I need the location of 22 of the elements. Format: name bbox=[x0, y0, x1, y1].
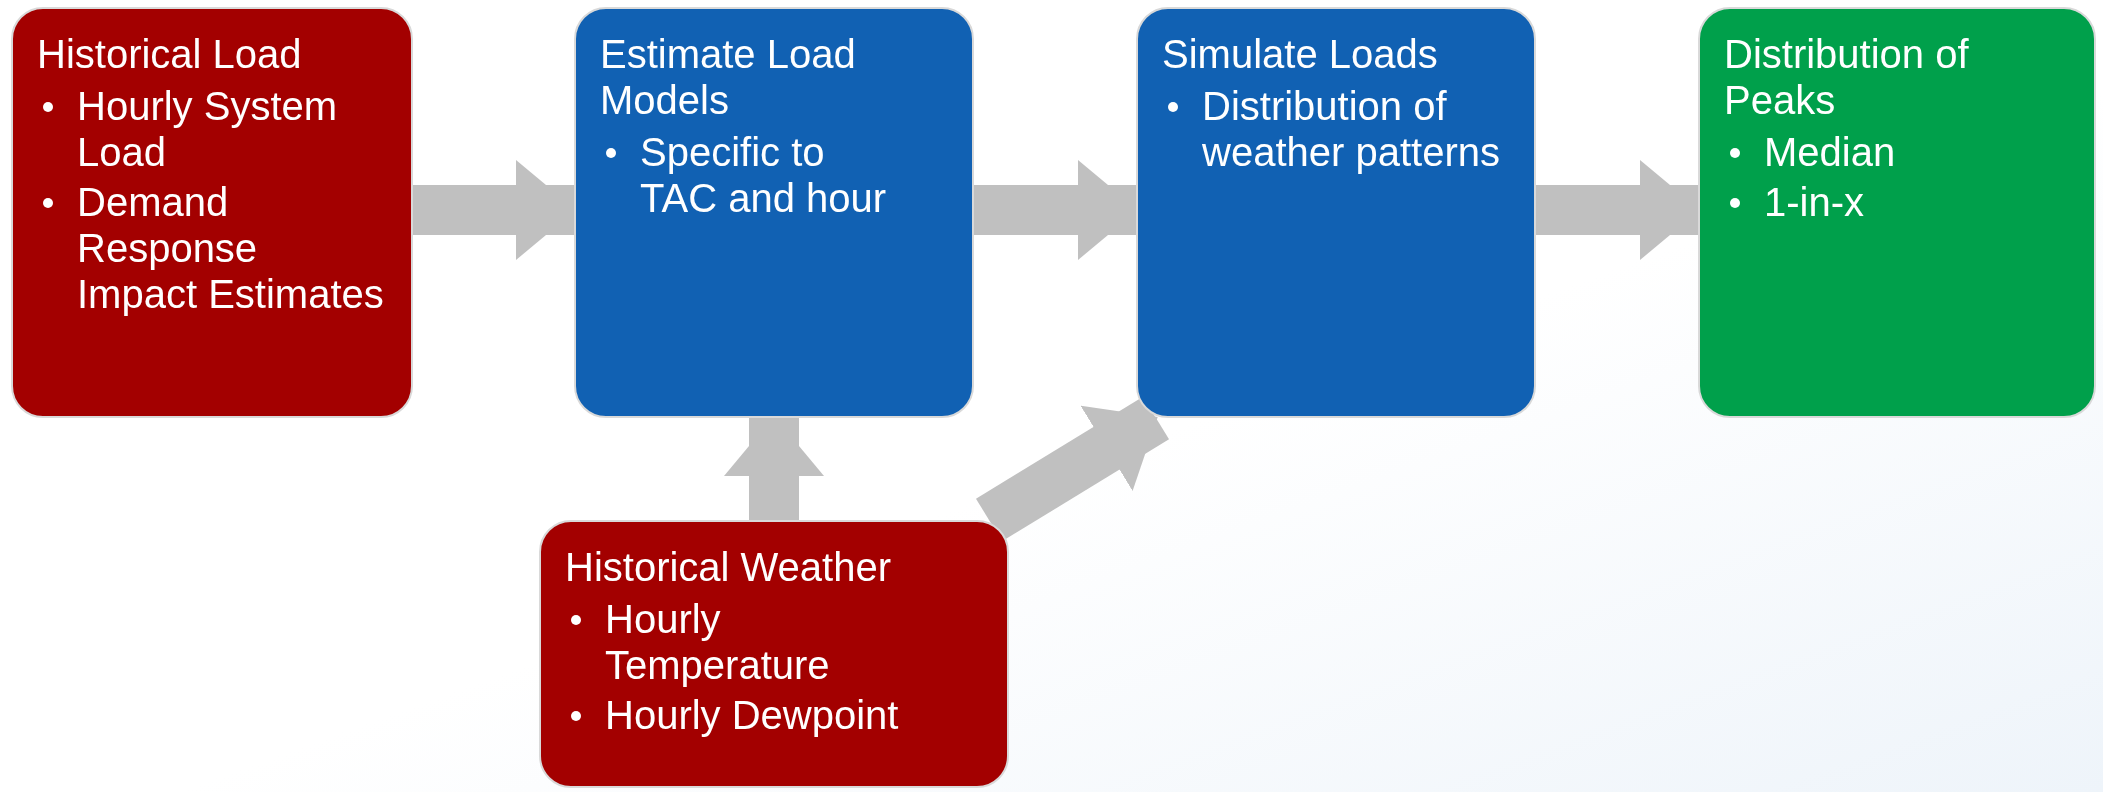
block-arrow bbox=[413, 160, 576, 260]
process-box bbox=[574, 7, 974, 418]
process-box bbox=[1698, 7, 2096, 418]
box-heading: Estimate Load Models bbox=[600, 31, 857, 123]
bullet-text: 1-in-x bbox=[1764, 179, 1865, 225]
process-box bbox=[1136, 7, 1536, 418]
bullet-text: Specific to TAC and hour bbox=[640, 129, 888, 221]
bullet-text: Hourly Dewpoint bbox=[605, 692, 899, 738]
bullet-text: Distribution of weather patterns bbox=[1202, 83, 1501, 175]
block-arrow bbox=[724, 416, 824, 520]
box-heading: Simulate Loads bbox=[1162, 31, 1439, 77]
box-heading: Historical Weather bbox=[565, 544, 893, 590]
bullet-text: Hourly System Load bbox=[77, 83, 339, 175]
block-arrow bbox=[1536, 160, 1700, 260]
bullet-text: Demand Response Impact Estimates bbox=[77, 179, 385, 317]
process-box bbox=[11, 7, 413, 418]
block-arrow bbox=[974, 160, 1138, 260]
box-heading: Distribution of Peaks bbox=[1724, 31, 1970, 123]
bullet-text: Hourly Temperature bbox=[605, 596, 831, 688]
bullet-text: Median bbox=[1764, 129, 1896, 175]
process-box bbox=[539, 520, 1009, 788]
box-heading: Historical Load bbox=[37, 31, 303, 77]
